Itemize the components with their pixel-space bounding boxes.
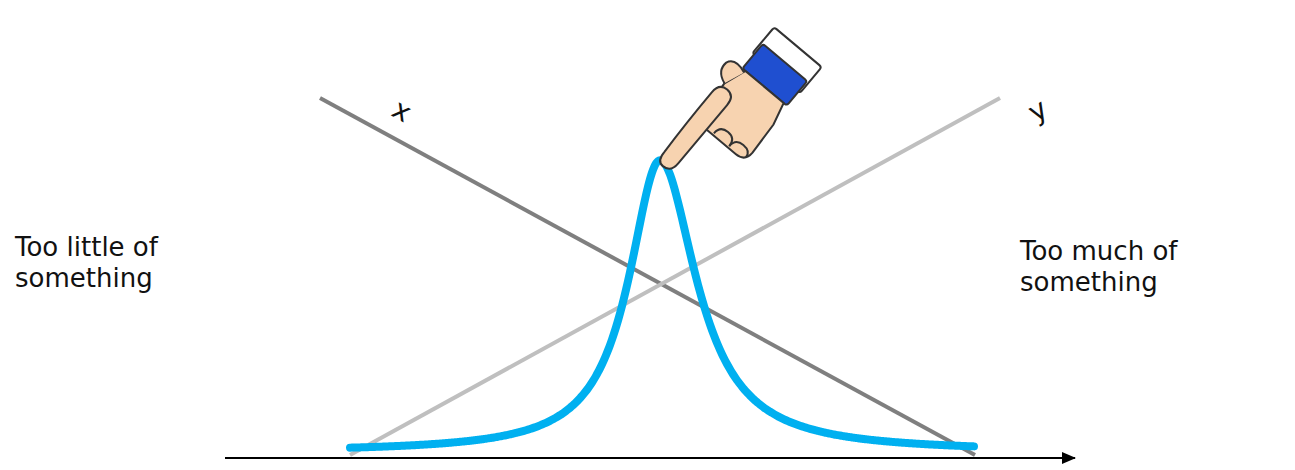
x-trend-line: [320, 98, 975, 455]
optimum-curve: [350, 160, 974, 447]
axis-line: [225, 457, 1075, 459]
axis-end-note: Too much of something: [1020, 236, 1260, 298]
pointing-hand: [649, 18, 823, 205]
axis-end-note: Too little of something: [15, 232, 250, 294]
hand-thumb: [715, 58, 745, 89]
finger-crease: [729, 138, 751, 159]
axis-arrowhead: [1062, 452, 1076, 464]
index-finger: [655, 83, 735, 172]
line-label: x: [386, 92, 437, 141]
line-label: y: [1022, 80, 1073, 129]
